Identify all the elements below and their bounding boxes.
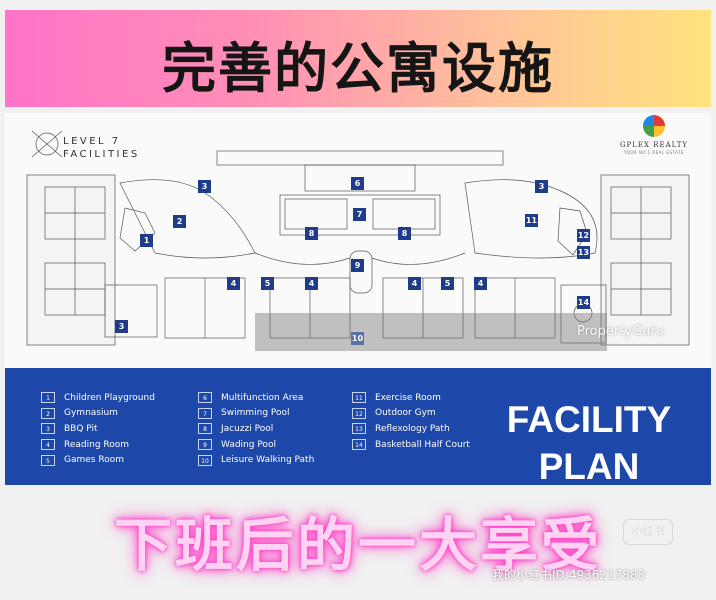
legend-number: 10 bbox=[198, 454, 212, 466]
legend-item: 3 BBQ Pit bbox=[41, 421, 155, 437]
legend-label: Leisure Walking Path bbox=[221, 455, 315, 466]
legend-number: 1 bbox=[41, 392, 55, 404]
legend-item: 14 Basketball Half Court bbox=[352, 437, 470, 453]
facility-plan-line1: FACILITY bbox=[506, 399, 672, 440]
legend-column-3: 11 Exercise Room 12 Outdoor Gym 13 Reflexol… bbox=[352, 390, 470, 452]
marker: 9 bbox=[351, 259, 364, 272]
legend-label: Children Playground bbox=[64, 392, 155, 403]
xiaohongshu-badge: 小红书 bbox=[623, 519, 673, 545]
gplex-logo: GPLEX REALTY YOUR NO.1 REAL ESTATE bbox=[619, 115, 689, 155]
legend-number: 7 bbox=[198, 407, 212, 419]
legend-number: 9 bbox=[198, 439, 212, 451]
legend-panel: 1 Children Playground 2 Gymnasium 3 BBQ Pit… bbox=[5, 368, 711, 487]
marker: 10 bbox=[351, 332, 364, 345]
legend-number: 3 bbox=[41, 423, 55, 435]
legend-item: 5 Games Room bbox=[41, 452, 155, 468]
footer-caption: 下班后的一大享受 bbox=[113, 511, 602, 579]
legend-label: Multifunction Area bbox=[221, 392, 304, 403]
watermark-overlay bbox=[255, 313, 607, 351]
legend-item: 8 Jacuzzi Pool bbox=[198, 421, 314, 437]
legend-label: Basketball Half Court bbox=[375, 439, 470, 450]
legend-item: 9 Wading Pool bbox=[198, 437, 314, 453]
legend-number: 14 bbox=[352, 439, 366, 451]
title-banner: 完善的公寓设施 bbox=[5, 10, 711, 107]
marker: 5 bbox=[441, 277, 454, 290]
facilities-label: FACILITIES bbox=[63, 149, 140, 160]
marker: 8 bbox=[305, 227, 318, 240]
legend-item: 7 Swimming Pool bbox=[198, 406, 314, 422]
banner-title: 完善的公寓设施 bbox=[162, 37, 554, 100]
legend-column-2: 6 Multifunction Area 7 Swimming Pool 8 Jacu… bbox=[198, 390, 314, 468]
legend-number: 5 bbox=[41, 454, 55, 466]
legend-item: 6 Multifunction Area bbox=[198, 390, 314, 406]
legend-item: 2 Gymnasium bbox=[41, 406, 155, 422]
legend-item: 10 Leisure Walking Path bbox=[198, 452, 314, 468]
level-heading: LEVEL 7 FACILITIES bbox=[63, 135, 140, 161]
legend-label: Outdoor Gym bbox=[375, 408, 436, 419]
legend-label: Swimming Pool bbox=[221, 408, 290, 419]
legend-number: 12 bbox=[352, 407, 366, 419]
legend-number: 13 bbox=[352, 423, 366, 435]
logo-name: GPLEX REALTY bbox=[619, 141, 689, 149]
legend-number: 4 bbox=[41, 439, 55, 451]
legend-number: 11 bbox=[352, 392, 366, 404]
legend-label: Gymnasium bbox=[64, 408, 118, 419]
legend-item: 1 Children Playground bbox=[41, 390, 155, 406]
legend-label: BBQ Pit bbox=[64, 423, 98, 434]
legend-label: Reading Room bbox=[64, 439, 130, 450]
marker: 3 bbox=[535, 180, 548, 193]
legend-label: Games Room bbox=[64, 455, 124, 466]
marker: 1 bbox=[140, 234, 153, 247]
legend-number: 6 bbox=[198, 392, 212, 404]
propertyguru-watermark: PropertyGuru bbox=[577, 324, 664, 339]
floor-plan-drawing bbox=[26, 130, 690, 351]
legend-item: 13 Reflexology Path bbox=[352, 421, 470, 437]
floor-plan-card: LEVEL 7 FACILITIES GPLEX REALTY YOUR NO.… bbox=[5, 113, 711, 487]
marker: 4 bbox=[474, 277, 487, 290]
legend-column-1: 1 Children Playground 2 Gymnasium 3 BBQ Pit… bbox=[41, 390, 155, 468]
level-label: LEVEL 7 bbox=[63, 136, 121, 147]
legend-label: Reflexology Path bbox=[375, 423, 450, 434]
marker: 3 bbox=[115, 320, 128, 333]
marker: 14 bbox=[577, 296, 590, 309]
user-id-watermark: 我的小红书ID:4936217883 bbox=[492, 568, 646, 582]
marker: 4 bbox=[305, 277, 318, 290]
facility-plan-line2: PLAN bbox=[538, 446, 640, 487]
north-compass-icon bbox=[35, 132, 59, 156]
facility-plan-title: FACILITY PLAN bbox=[489, 396, 689, 490]
marker: 2 bbox=[173, 215, 186, 228]
legend-item: 11 Exercise Room bbox=[352, 390, 470, 406]
marker: 8 bbox=[398, 227, 411, 240]
legend-item: 12 Outdoor Gym bbox=[352, 406, 470, 422]
marker: 4 bbox=[408, 277, 421, 290]
marker: 12 bbox=[577, 229, 590, 242]
marker: 11 bbox=[525, 214, 538, 227]
legend-item: 4 Reading Room bbox=[41, 437, 155, 453]
marker: 3 bbox=[198, 180, 211, 193]
gplex-logo-icon bbox=[643, 115, 665, 137]
legend-label: Wading Pool bbox=[221, 439, 276, 450]
marker: 13 bbox=[577, 246, 590, 259]
logo-tagline: YOUR NO.1 REAL ESTATE bbox=[623, 150, 685, 155]
legend-label: Exercise Room bbox=[375, 392, 441, 403]
marker: 4 bbox=[227, 277, 240, 290]
marker: 5 bbox=[261, 277, 274, 290]
legend-number: 2 bbox=[41, 407, 55, 419]
legend-label: Jacuzzi Pool bbox=[221, 423, 274, 434]
legend-number: 8 bbox=[198, 423, 212, 435]
marker: 7 bbox=[353, 208, 366, 221]
marker: 6 bbox=[351, 177, 364, 190]
